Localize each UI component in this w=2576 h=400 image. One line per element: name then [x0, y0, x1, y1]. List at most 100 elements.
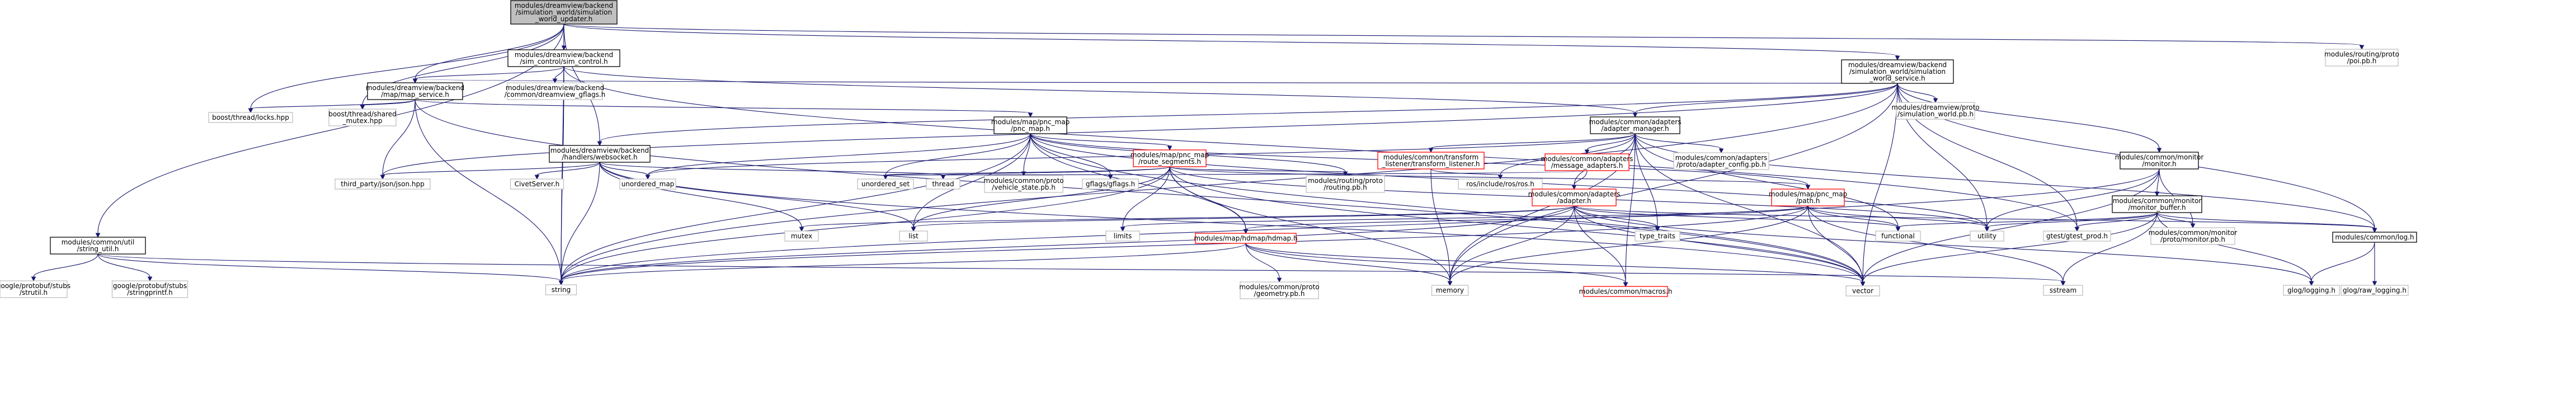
- arrowhead-hdmap-to-macros: [1623, 282, 1628, 288]
- node-label-line: modules/map/pnc_map: [1769, 190, 1847, 198]
- node-label-line: functional: [1881, 232, 1915, 240]
- node-label-line: modules/map/hdmap/hdmap.h: [1194, 234, 1297, 242]
- node-label-line: glog/raw_logging.h: [2343, 286, 2407, 294]
- node-string-util[interactable]: modules/common/util/string_util.h: [50, 237, 146, 255]
- node-hdmap[interactable]: modules/map/hdmap/hdmap.h: [1194, 233, 1298, 244]
- edge-adapter_h-to-vector: [1574, 205, 1863, 283]
- node-path-h[interactable]: modules/map/pnc_map/path.h: [1769, 189, 1847, 206]
- edge-route_segments-to-path_h: [1169, 166, 1809, 186]
- node-label-line: modules/common/adapters: [1589, 118, 1682, 126]
- node-root[interactable]: modules/dreamview/backend/simulation_wor…: [510, 0, 618, 25]
- edge-monitor_buffer-to-vector: [1862, 212, 2158, 283]
- node-memory: memory: [1431, 285, 1469, 296]
- edge-monitor_buffer-to-functional: [1897, 212, 2158, 228]
- node-box: [1875, 230, 1921, 242]
- edge-sim_world_service-to-monitor_h: [1897, 83, 2160, 149]
- edge-monitor_h-to-string: [561, 168, 2160, 281]
- node-route-segments[interactable]: modules/map/pnc_map/route_segments.h: [1131, 149, 1209, 167]
- node-box: [1845, 285, 1880, 297]
- node-label-line: /proto/adapter_config.pb.h: [1676, 161, 1766, 168]
- node-message-adapters[interactable]: modules/common/adapters/message_adapters…: [1541, 153, 1633, 171]
- node-label-line: ros/include/ros/ros.h: [1466, 180, 1534, 188]
- edge-transform_listener-to-ros: [1430, 168, 1501, 176]
- edge-adapter_manager-to-log_h: [1635, 133, 2375, 229]
- node-log-h[interactable]: modules/common/log.h: [2332, 232, 2417, 243]
- edge-string_util-to-string: [97, 253, 562, 281]
- nodes-layer: modules/dreamview/backend/simulation_wor…: [0, 0, 2417, 299]
- node-label-line: modules/routing/proto: [1308, 177, 1383, 185]
- node-label-line: modules/dreamview/backend: [1848, 61, 1947, 69]
- node-ros: ros/include/ros/ros.h: [1458, 178, 1543, 190]
- arrowhead-adapter_h-to-list: [911, 227, 916, 232]
- node-adapter-config: modules/common/adapters/proto/adapter_co…: [1673, 152, 1769, 170]
- node-label-line: /pnc_map.h: [1011, 125, 1050, 133]
- node-box: [857, 178, 914, 190]
- edge-adapter_manager-to-vector: [1635, 133, 1863, 283]
- arrowhead-root-to-routing_proto: [2359, 45, 2365, 50]
- node-label-line: modules/common/monitor: [2149, 229, 2238, 237]
- edge-websocket-to-vector: [599, 162, 1863, 283]
- node-label-line: /common/dreamview_gflags.h: [505, 91, 606, 98]
- node-label-line: modules/common/log.h: [2335, 233, 2414, 241]
- node-glog: glog/logging.h: [2283, 285, 2340, 296]
- node-label-line: /simulation_world/simulation: [1849, 68, 1946, 76]
- node-box: [2332, 232, 2417, 243]
- edge-route_segments-to-routing_pb: [1169, 166, 1346, 172]
- node-box: [1306, 175, 1385, 193]
- node-box: [328, 109, 397, 126]
- edge-adapter_h-to-functional: [1574, 205, 1899, 228]
- node-box: [1544, 153, 1630, 171]
- arrowhead-adapter_manager-to-message_adapters: [1584, 149, 1590, 155]
- node-label-line: modules/common/proto: [983, 177, 1063, 185]
- node-label-line: vector: [1852, 287, 1873, 295]
- node-strutil: google/protobuf/stubs/strutil.h: [0, 280, 70, 298]
- edge-log_h-to-glog: [2311, 242, 2375, 282]
- edge-string_util-to-strutil: [33, 253, 98, 277]
- node-box: [784, 230, 819, 242]
- node-sstream: sstream: [2043, 285, 2083, 296]
- node-box: [507, 82, 603, 100]
- arrowhead-pnc_map-to-route_segments: [1167, 145, 1172, 151]
- edge-adapter_h-to-mutex: [801, 205, 1575, 228]
- node-limits: limits: [1105, 230, 1140, 242]
- node-macros[interactable]: modules/common/macros.h: [1579, 286, 1673, 297]
- edge-string_util-to-sstream: [97, 253, 2064, 282]
- edge-path_h-to-utility: [1807, 205, 1988, 228]
- edge-pnc_map-to-route_segments: [1030, 133, 1170, 147]
- node-label-line: modules/routing/proto: [2324, 50, 2399, 58]
- node-list: list: [899, 230, 928, 242]
- edge-map_service-to-boost_shared: [362, 99, 416, 106]
- node-glest: gtest/gtest_prod.h: [2043, 230, 2111, 242]
- node-box: [619, 178, 676, 190]
- node-box: [1431, 285, 1469, 296]
- edge-path_h-to-limits: [1122, 205, 1809, 228]
- node-map-service[interactable]: modules/dreamview/backend/map/map_servic…: [366, 82, 464, 100]
- edge-root-to-boost_locks: [250, 23, 564, 109]
- edge-map_service-to-boost_locks: [250, 99, 416, 109]
- edge-map_service-to-vector: [415, 99, 1863, 283]
- node-websocket[interactable]: modules/dreamview/backend/handlers/webso…: [549, 145, 651, 163]
- edge-sim_world_service-to-sim_world_pb: [1897, 83, 1936, 99]
- node-box: [984, 175, 1063, 193]
- node-label-line: modules/common/monitor: [2115, 153, 2204, 161]
- edge-monitor_buffer-to-glest: [2076, 212, 2158, 228]
- edge-sim_world_service-to-map_service: [415, 78, 1898, 84]
- node-unordered-set: unordered_set: [857, 178, 914, 190]
- node-label-line: modules/common/proto: [1239, 283, 1319, 291]
- node-label-line: modules/common/monitor: [2113, 197, 2202, 205]
- edge-monitor_buffer-to-log_h: [2156, 212, 2375, 229]
- node-adapter-h[interactable]: modules/common/adapters/adapter.h: [1528, 189, 1621, 206]
- node-sim-world-service[interactable]: modules/dreamview/backend/simulation_wor…: [1841, 59, 1954, 84]
- node-adapter-manager[interactable]: modules/common/adapters/adapter_manager.…: [1589, 116, 1682, 134]
- node-monitor-buffer[interactable]: modules/common/monitor/monitor_buffer.h: [2112, 195, 2202, 213]
- node-sim-control[interactable]: modules/dreamview/backend/sim_control/si…: [507, 49, 620, 67]
- node-label-line: modules/dreamview/proto: [1891, 103, 1979, 111]
- node-pnc-map[interactable]: modules/map/pnc_map/pnc_map.h: [991, 116, 1070, 134]
- node-label-line: modules/common/macros.h: [1579, 288, 1673, 295]
- node-transform-listener[interactable]: modules/common/transform_listener/transf…: [1377, 152, 1485, 170]
- node-label-line: modules/dreamview/backend: [515, 2, 613, 10]
- node-box: [545, 284, 577, 295]
- node-label-line: boost/thread/shared: [328, 110, 397, 118]
- edge-pnc_map-to-unordered_map: [647, 133, 1031, 176]
- node-monitor-h[interactable]: modules/common/monitor/monitor.h: [2115, 152, 2204, 170]
